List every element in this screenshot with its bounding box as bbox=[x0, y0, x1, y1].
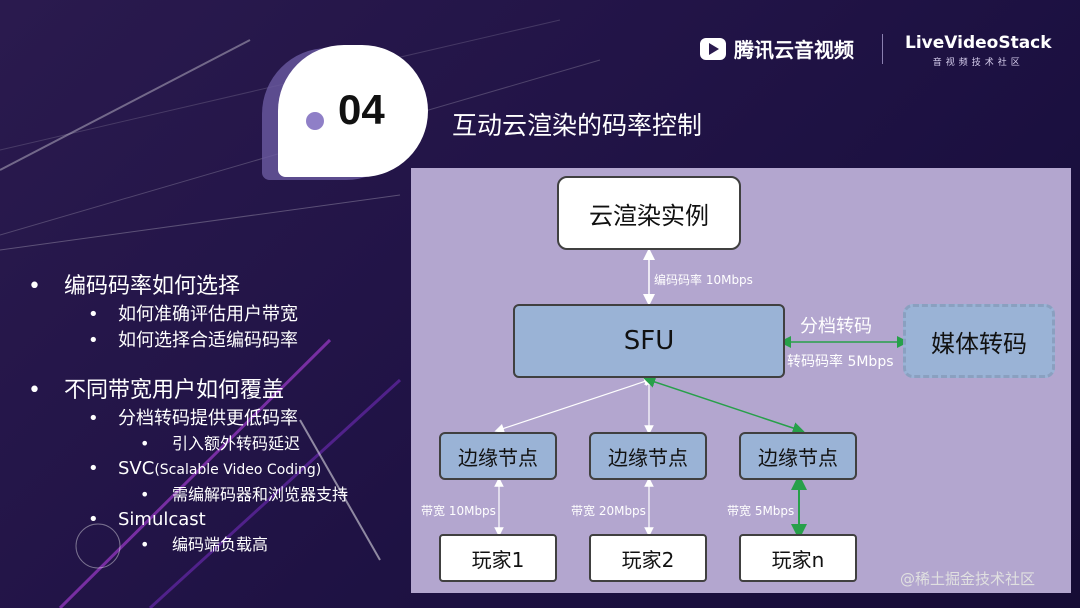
logo-divider bbox=[882, 34, 883, 64]
player-box-n: 玩家n bbox=[739, 534, 857, 582]
lvs-logo-subtitle: 音视频技术社区 bbox=[932, 58, 1024, 68]
livevideostack-logo: LiveVideoStack 音视频技术社区 bbox=[905, 33, 1052, 68]
sub-bullet-item: 分档转码提供更低码率 bbox=[28, 406, 348, 432]
bullet-item: 不同带宽用户如何覆盖 bbox=[28, 376, 348, 406]
media-transcode-box: 媒体转码 bbox=[903, 304, 1055, 378]
edge-node-box-2: 边缘节点 bbox=[589, 432, 707, 480]
sub-bullet-item: SVC(Scalable Video Coding) bbox=[28, 456, 348, 483]
lvs-logo-text: LiveVideoStack bbox=[905, 33, 1052, 53]
sfu-box: SFU bbox=[513, 304, 785, 378]
tiered-transcode-label: 分档转码 bbox=[800, 316, 872, 337]
sub-bullet-item: Simulcast bbox=[28, 507, 348, 533]
bullet-list: 编码码率如何选择 如何准确评估用户带宽 如何选择合适编码码率 不同带宽用户如何覆… bbox=[28, 272, 348, 557]
section-badge bbox=[278, 45, 428, 177]
watermark: @稀土掘金技术社区 bbox=[900, 570, 1036, 588]
architecture-diagram: 云渲染实例 编码码率 10Mbps SFU 分档转码 转码码率 5Mbps 媒体… bbox=[411, 168, 1071, 593]
bandwidth-label-1: 带宽 10Mbps bbox=[421, 504, 496, 518]
svc-full-name: (Scalable Video Coding) bbox=[154, 462, 322, 478]
edge-node-box-3: 边缘节点 bbox=[739, 432, 857, 480]
svc-label: SVC bbox=[118, 458, 155, 479]
sub-sub-bullet-item: 需编解码器和浏览器支持 bbox=[28, 483, 348, 507]
diagram-connectors bbox=[494, 248, 909, 540]
tencent-logo: 腾讯云音视频 bbox=[700, 34, 854, 63]
sub-sub-bullet-item: 编码端负载高 bbox=[28, 533, 348, 557]
tencent-play-icon bbox=[700, 37, 726, 60]
connector-sfu-edge1 bbox=[494, 376, 654, 434]
player-box-1: 玩家1 bbox=[439, 534, 557, 582]
transcode-bitrate-label: 转码码率 5Mbps bbox=[787, 354, 894, 370]
bandwidth-label-3: 带宽 5Mbps bbox=[727, 504, 795, 518]
section-number: 04 bbox=[338, 86, 385, 133]
section-title: 互动云渲染的码率控制 bbox=[452, 111, 703, 140]
player-box-2: 玩家2 bbox=[589, 534, 707, 582]
tencent-logo-text: 腾讯云音视频 bbox=[734, 38, 854, 62]
sub-sub-bullet-item: 引入额外转码延迟 bbox=[28, 432, 348, 456]
edge-node-box-1: 边缘节点 bbox=[439, 432, 557, 480]
connector-sfu-edge3 bbox=[643, 376, 805, 434]
cloud-render-instance-box: 云渲染实例 bbox=[557, 176, 741, 250]
sub-bullet-item: 如何选择合适编码码率 bbox=[28, 328, 348, 354]
badge-dot-icon bbox=[306, 112, 324, 130]
encode-bitrate-label: 编码码率 10Mbps bbox=[654, 273, 753, 287]
bandwidth-label-2: 带宽 20Mbps bbox=[571, 504, 646, 518]
bullet-item: 编码码率如何选择 bbox=[28, 272, 348, 302]
sub-bullet-item: 如何准确评估用户带宽 bbox=[28, 302, 348, 328]
